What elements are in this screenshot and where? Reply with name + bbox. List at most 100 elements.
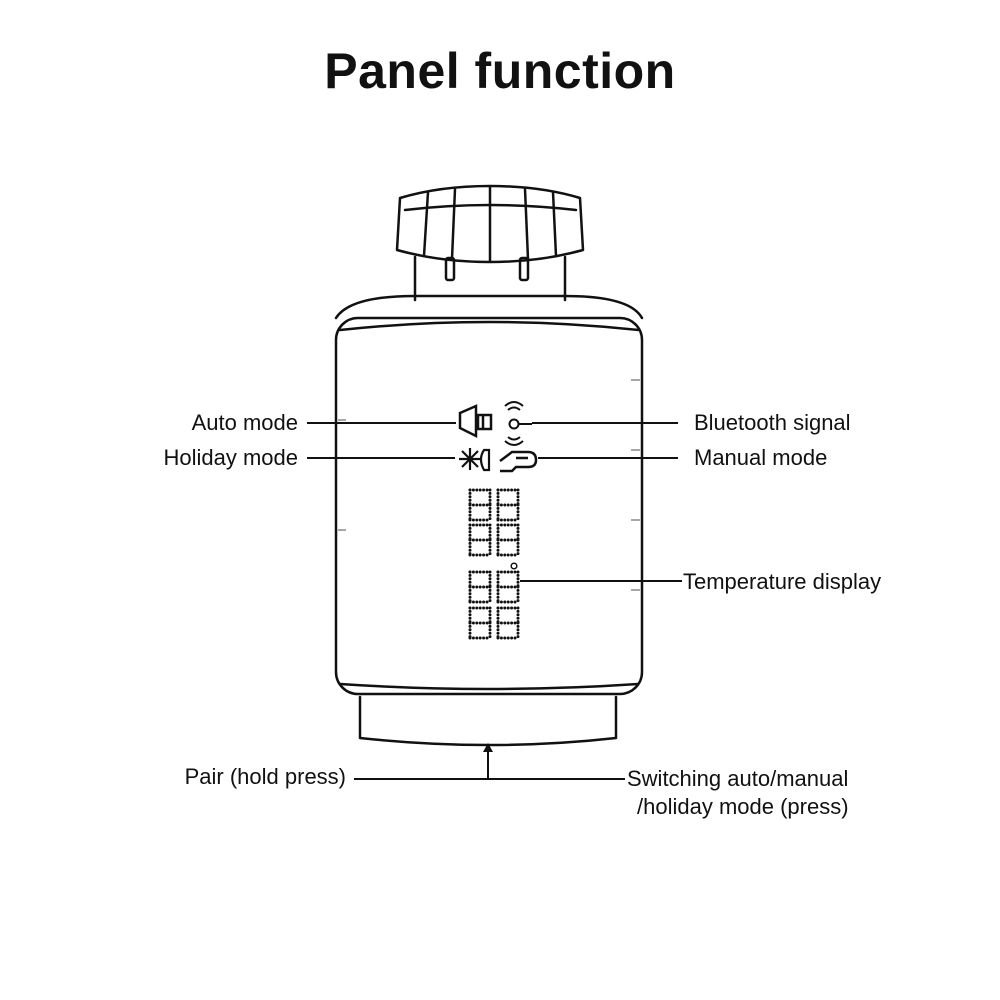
segment-dot xyxy=(506,585,510,589)
segment-dot xyxy=(488,503,492,507)
segment-dot xyxy=(482,585,486,589)
segment-dot xyxy=(499,636,503,640)
segment-dot xyxy=(510,518,514,522)
segment-dot xyxy=(499,570,503,574)
segment-dot xyxy=(471,488,475,492)
segment-dot xyxy=(485,503,489,507)
segment-dot xyxy=(488,538,492,542)
segment-dot xyxy=(468,552,472,556)
segment-dot xyxy=(468,523,472,527)
segment-dot xyxy=(488,577,492,581)
segment-dot xyxy=(499,538,503,542)
device-body xyxy=(334,294,644,696)
segment-dot xyxy=(468,503,472,507)
segment-dot xyxy=(471,518,475,522)
segment-dot xyxy=(516,588,520,592)
segment-dot xyxy=(516,526,520,530)
segment-dot xyxy=(510,553,514,557)
segment-dot xyxy=(478,503,482,507)
segment-dot xyxy=(513,553,517,557)
segment-dot xyxy=(506,606,510,610)
segment-dot xyxy=(510,538,514,542)
segment-dot xyxy=(485,600,489,604)
segment-dot xyxy=(506,600,510,604)
bluetooth-signal-label: Bluetooth signal xyxy=(694,410,851,435)
segment-dot xyxy=(516,580,520,584)
segment-dot xyxy=(488,631,492,635)
segment-dot xyxy=(478,600,482,604)
segment-dot xyxy=(503,600,507,604)
segment-dot xyxy=(478,621,482,625)
segment-dot xyxy=(471,538,475,542)
segment-dot xyxy=(496,592,500,596)
segment-dot xyxy=(478,606,482,610)
segment-dot xyxy=(496,595,500,599)
holiday-mode-icon xyxy=(459,448,491,472)
segment-dot xyxy=(496,588,500,592)
segment-dot xyxy=(496,635,500,639)
segment-dot xyxy=(488,621,492,625)
pair-label: Pair (hold press) xyxy=(184,764,346,789)
holiday-mode-label: Holiday mode xyxy=(163,445,298,470)
segment-dot xyxy=(488,595,492,599)
segment-dot xyxy=(475,518,479,522)
segment-dot xyxy=(475,600,479,604)
segment-dot xyxy=(516,585,520,589)
temperature-display-digits xyxy=(468,488,520,640)
segment-dot xyxy=(513,621,517,625)
segment-dot xyxy=(499,518,503,522)
segment-dot xyxy=(510,570,514,574)
segment-dot xyxy=(499,503,503,507)
segment-dot xyxy=(485,606,489,610)
segment-dot xyxy=(485,585,489,589)
segment-dot xyxy=(468,491,472,495)
segment-dot xyxy=(510,523,514,527)
segment-dot xyxy=(471,636,475,640)
segment-dot xyxy=(499,553,503,557)
segment-dot xyxy=(516,613,520,617)
segment-dot xyxy=(506,518,510,522)
segment-dot xyxy=(488,580,492,584)
segment-dot xyxy=(468,592,472,596)
segment-dot xyxy=(496,488,500,492)
segment-dot xyxy=(516,592,520,596)
segment-dot xyxy=(468,526,472,530)
segment-dot xyxy=(516,609,520,613)
segment-dot xyxy=(503,523,507,527)
segment-dot xyxy=(488,552,492,556)
segment-dot xyxy=(513,488,517,492)
segment-dot xyxy=(468,548,472,552)
segment-dot xyxy=(496,613,500,617)
segment-dot xyxy=(516,548,520,552)
auto-mode-icon xyxy=(458,404,493,439)
segment-dot xyxy=(496,631,500,635)
segment-dot xyxy=(478,538,482,542)
segment-dot xyxy=(488,588,492,592)
segment-dot xyxy=(506,488,510,492)
segment-dot xyxy=(513,538,517,542)
segment-dot xyxy=(516,538,520,542)
segment-dot xyxy=(496,606,500,610)
segment-dot xyxy=(475,538,479,542)
segment-dot xyxy=(516,498,520,502)
segment-dot xyxy=(488,616,492,620)
segment-dot xyxy=(496,495,500,499)
segment-dot xyxy=(475,503,479,507)
segment-dot xyxy=(516,631,520,635)
page-title: Panel function xyxy=(324,43,676,99)
segment-dot xyxy=(482,488,486,492)
segment-dot xyxy=(478,488,482,492)
segment-dot xyxy=(482,600,486,604)
segment-dot xyxy=(506,503,510,507)
segment-dot xyxy=(496,616,500,620)
manual-mode-label: Manual mode xyxy=(694,445,828,470)
segment-dot xyxy=(513,503,517,507)
segment-dot xyxy=(496,545,500,549)
segment-dot xyxy=(468,538,472,542)
segment-dot xyxy=(485,570,489,574)
segment-dot xyxy=(485,523,489,527)
segment-dot xyxy=(482,503,486,507)
segment-dot xyxy=(496,573,500,577)
segment-dot xyxy=(516,606,520,610)
segment-dot xyxy=(478,636,482,640)
